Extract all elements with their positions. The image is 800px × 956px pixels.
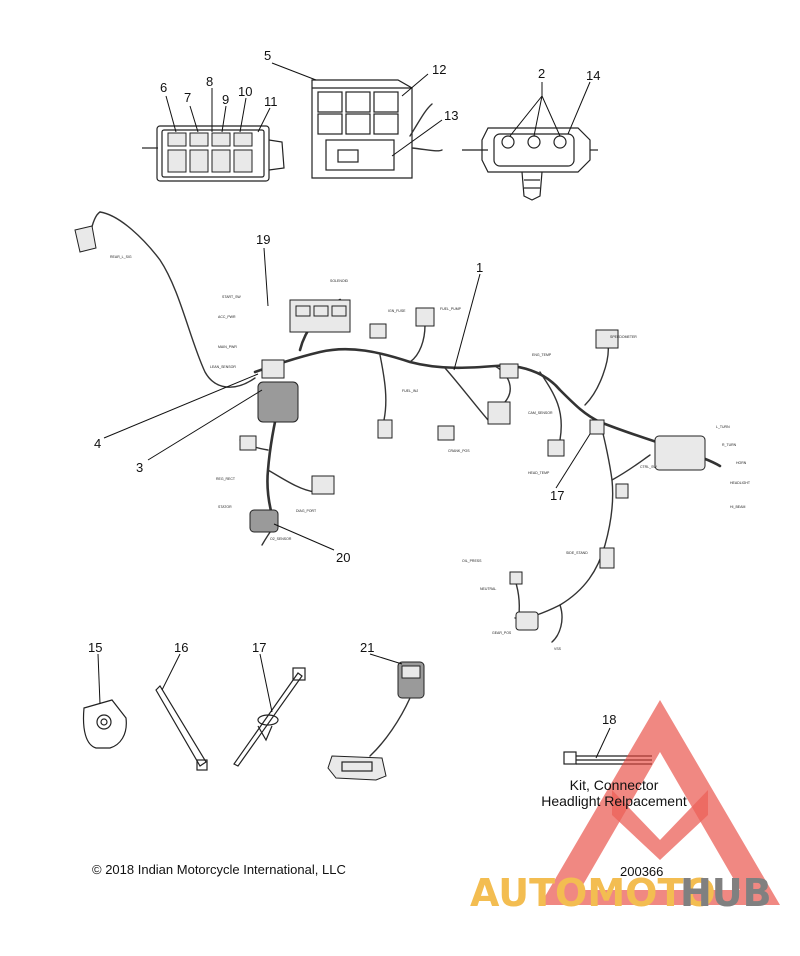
copyright-notice: © 2018 Indian Motorcycle International, … — [92, 862, 346, 877]
callout-13: 13 — [444, 108, 458, 123]
svg-text:REAR_L_SIG: REAR_L_SIG — [110, 255, 132, 259]
three-pin-connector — [462, 127, 598, 201]
svg-text:OIL_PRESS: OIL_PRESS — [462, 559, 482, 563]
svg-text:LEAN_SENSOR: LEAN_SENSOR — [210, 365, 236, 369]
watermark-triangle-logo — [540, 700, 780, 905]
callout-15: 15 — [88, 640, 102, 655]
svg-text:REG_RECT: REG_RECT — [216, 477, 236, 481]
callout-4: 4 — [94, 436, 101, 451]
svg-text:FUEL_INJ: FUEL_INJ — [402, 389, 418, 393]
svg-text:START_SW: START_SW — [222, 295, 241, 299]
callout-16: 16 — [174, 640, 188, 655]
callout-8: 8 — [206, 74, 213, 89]
automotohub-watermark: AUTOMOTO HUB — [470, 700, 780, 915]
svg-text:SPEEDOMETER: SPEEDOMETER — [610, 335, 637, 339]
watermark-text-hub: HUB — [680, 871, 772, 915]
svg-text:MAIN_PWR: MAIN_PWR — [218, 345, 237, 349]
push-mount-tie-part — [233, 667, 306, 767]
svg-text:FUEL_PUMP: FUEL_PUMP — [440, 307, 462, 311]
callout-14: 14 — [586, 68, 600, 83]
watermark-text-automoto: AUTOMOTO — [470, 871, 716, 915]
svg-text:NEUTRAL: NEUTRAL — [480, 587, 496, 591]
clamp-part — [82, 699, 127, 749]
svg-text:R_TURN: R_TURN — [722, 443, 737, 447]
svg-text:ENG_TEMP: ENG_TEMP — [532, 353, 552, 357]
document-number: 200366 — [620, 864, 663, 879]
callout-5: 5 — [264, 48, 271, 63]
callout-11: 11 — [264, 94, 278, 109]
leader-lines — [97, 62, 611, 759]
relay-box-top-view — [311, 79, 443, 179]
callout-9: 9 — [222, 92, 229, 107]
svg-text:STATOR: STATOR — [218, 505, 232, 509]
callout-19: 19 — [256, 232, 270, 247]
cable-tie-part — [155, 685, 208, 771]
callout-18: 18 — [602, 712, 616, 727]
callout-numbers: 5 6 7 8 9 10 11 12 13 2 14 1 19 4 3 17 2… — [88, 48, 616, 727]
svg-text:HEAD_TEMP: HEAD_TEMP — [528, 471, 550, 475]
svg-text:HEADLIGHT: HEADLIGHT — [730, 481, 751, 485]
callout-7: 7 — [184, 90, 191, 105]
svg-text:VSS: VSS — [554, 647, 562, 651]
svg-text:CTRL_SW: CTRL_SW — [640, 465, 657, 469]
callout-3: 3 — [136, 460, 143, 475]
svg-text:CRANK_POS: CRANK_POS — [448, 449, 470, 453]
callout-10: 10 — [238, 84, 252, 99]
svg-text:HI_BEAM: HI_BEAM — [730, 505, 745, 509]
svg-text:DIAG_PORT: DIAG_PORT — [296, 509, 317, 513]
svg-text:L_TURN: L_TURN — [716, 425, 730, 429]
svg-text:SIDE_STAND: SIDE_STAND — [566, 551, 588, 555]
main-wiring-harness — [74, 211, 722, 643]
callout-17-part: 17 — [252, 640, 266, 655]
harness-connector-labels: REAR_L_SIG START_SW ACC_PWR MAIN_PWR LEA… — [110, 255, 751, 651]
callout-17-harness: 17 — [550, 488, 564, 503]
callout-20: 20 — [336, 550, 350, 565]
svg-text:GEAR_POS: GEAR_POS — [492, 631, 512, 635]
callout-12: 12 — [432, 62, 446, 77]
callout-1: 1 — [476, 260, 483, 275]
svg-text:SOLENOID: SOLENOID — [330, 279, 349, 283]
svg-text:O2_SENSOR: O2_SENSOR — [270, 537, 292, 541]
svg-text:IGN_FUSE: IGN_FUSE — [388, 309, 406, 313]
callout-21: 21 — [360, 640, 374, 655]
svg-text:ACC_PWR: ACC_PWR — [218, 315, 236, 319]
svg-text:CAM_SENSOR: CAM_SENSOR — [528, 411, 553, 415]
diagnostic-connector-part — [327, 661, 425, 781]
callout-6: 6 — [160, 80, 167, 95]
callout-2: 2 — [538, 66, 545, 81]
kit-label-line1: Kit, Connector — [570, 777, 659, 793]
kit-label-line2: Headlight Relpacement — [541, 793, 687, 809]
svg-text:HORN: HORN — [736, 461, 747, 465]
fuse-block-front-view — [142, 125, 285, 182]
